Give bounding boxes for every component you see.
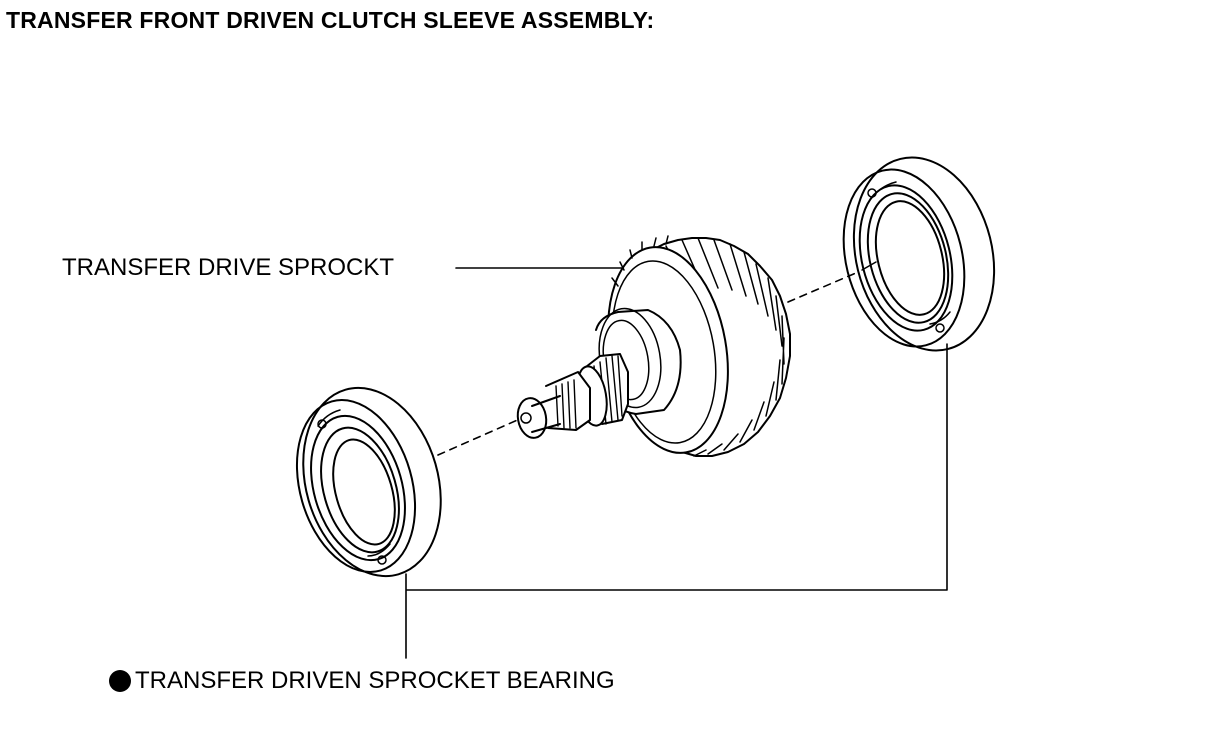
drive-sprocket-label: TRANSFER DRIVE SPROCKT	[62, 254, 395, 281]
driven-sprocket-bearing-label: TRANSFER DRIVEN SPROCKET BEARING	[109, 669, 615, 693]
page-title: TRANSFER FRONT DRIVEN CLUTCH SLEEVE ASSE…	[6, 7, 655, 33]
driven-sprocket-bearing-text: TRANSFER DRIVEN SPROCKET BEARING	[135, 667, 615, 694]
right-bearing	[842, 156, 996, 352]
left-bearing	[295, 386, 442, 578]
drive-sprocket	[516, 235, 791, 457]
axis-dashed-line-left	[437, 417, 523, 456]
bearing-leader-lines	[405, 343, 948, 659]
filled-circle-icon	[109, 670, 131, 692]
